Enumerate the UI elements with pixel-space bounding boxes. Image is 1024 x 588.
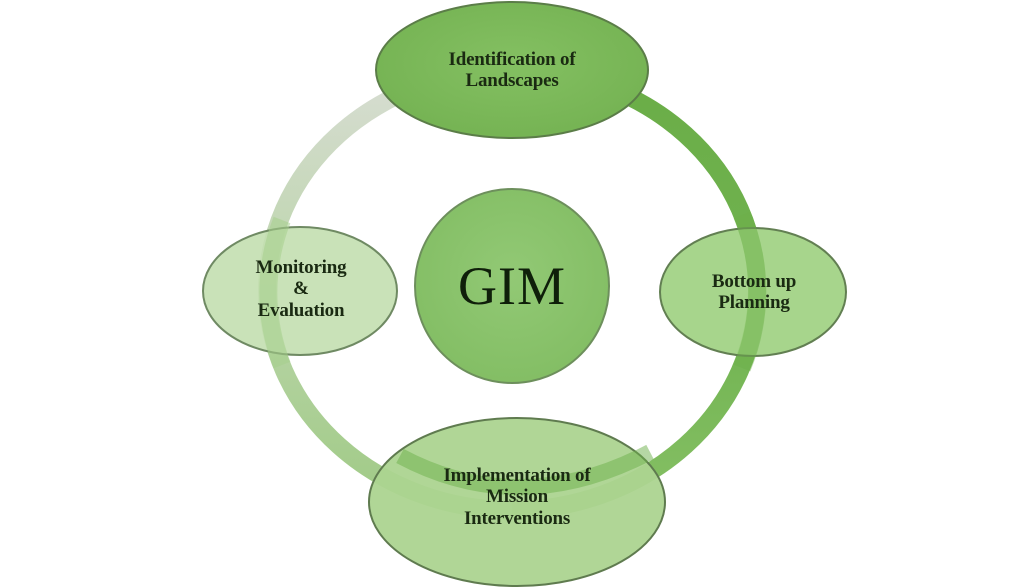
ring-overlay-right (733, 211, 767, 372)
node-line: Landscapes (465, 70, 559, 91)
center-label-gim: GIM (415, 250, 609, 322)
node-identification-of-landscapes-shape (375, 1, 649, 139)
node-line: Identification of (448, 48, 576, 70)
node-bottom-up-planning-shape (659, 227, 847, 357)
node-implementation-of-mission-interventions: Implementation of Mission Interventions (372, 452, 662, 542)
ring-overlay-bottom (396, 444, 654, 496)
ring-overlay-left (259, 216, 291, 369)
node-line: Implementation of (443, 465, 591, 487)
node-line: Evaluation (257, 299, 345, 321)
node-line: Interventions (463, 507, 571, 529)
node-monitoring-evaluation-shape (202, 226, 398, 356)
node-monitoring-and-evaluation: Monitoring & Evaluation (206, 246, 396, 332)
node-line: Monitoring (255, 257, 347, 279)
node-line: Bottom up (711, 270, 797, 292)
center-label-text: GIM (458, 255, 566, 316)
center-circle (414, 188, 610, 384)
node-implementation-shape (368, 417, 666, 587)
node-bottom-up-planning: Bottom up Planning (664, 262, 844, 322)
node-line: Mission (486, 486, 548, 508)
node-line: & (293, 278, 309, 300)
node-identification-of-landscapes: Identification of Landscapes (380, 40, 644, 100)
node-line: Planning (718, 292, 790, 313)
